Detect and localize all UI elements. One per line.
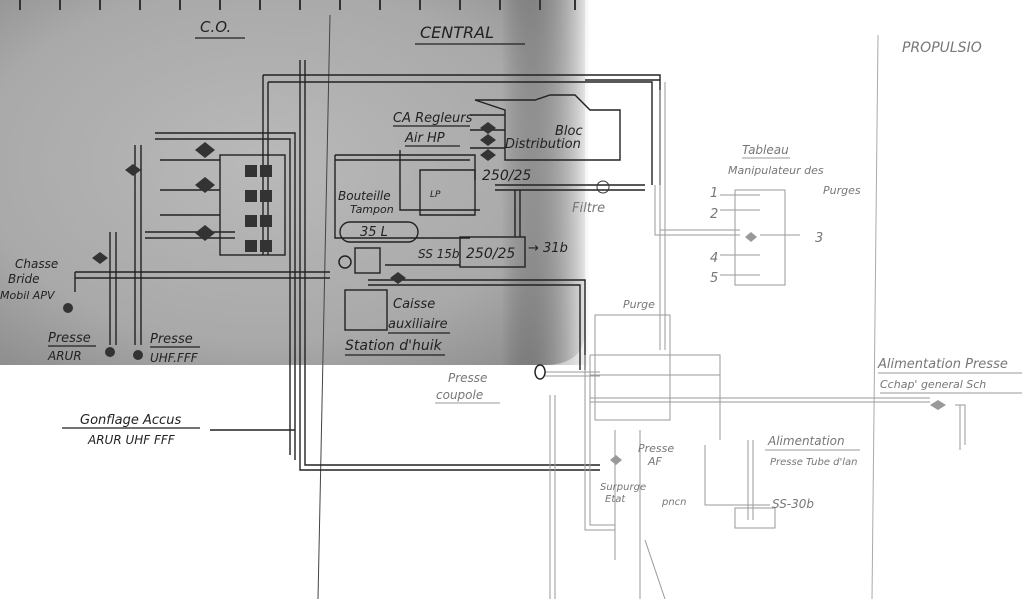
divider-co-central [317,14,331,599]
label-ca-regleurs: CA Regleurs [393,111,473,126]
label-bloc-2: Distribution [505,137,581,152]
label-gonflage-2: ARUR UHF FFF [87,433,176,447]
label-presse-uhf-2: UHF.FFF [150,351,199,365]
label-presse-uhf-1: Presse [150,332,193,347]
label-station: Station d'huik [345,338,443,354]
label-ss30b: SS-30b [772,497,814,511]
label-gonflage-1: Gonflage Accus [80,413,181,428]
label-air-hp: Air HP [404,131,445,146]
section-propulsion: PROPULSIO [902,40,982,56]
label-caisse-2: auxiliaire [388,317,448,332]
label-tableau-1: Tableau [742,143,789,157]
label-bloc-1: Bloc [555,124,583,139]
label-presse-arur-2: ARUR [47,349,82,363]
tableau-number-2: 2 [710,207,718,222]
label-alimentation-presse-2: Cchap' general Sch [880,378,986,391]
label-bouteille-1: Bouteille [338,189,391,203]
tableau-number-1: 1 [710,186,718,201]
label-detendeur-top: 250/25 [482,168,531,184]
label-alimentation-presse-1: Alimentation Presse [877,357,1008,372]
tableau-number-5: 5 [710,271,718,286]
label-output-31b: → 31b [528,241,568,256]
purge-piping [545,82,966,599]
label-presse-af-2: AF [647,455,663,468]
tableau-number-3: 3 [815,231,823,246]
binding-marks [19,0,576,10]
co-valves [63,142,272,360]
section-central: CENTRAL [420,23,494,42]
co-piping [74,60,661,471]
section-co: C.O. [200,18,231,36]
divider-central-propulsion [871,34,879,599]
label-filtre: Filtre [572,201,605,216]
label-detendeur-box: 250/25 [466,246,515,262]
label-tableau-2: Manipulateur des [728,164,824,177]
label-bouteille-2: Tampon [350,203,394,216]
central-valves [338,122,610,284]
label-purge-bottom-3: pncn [661,497,687,508]
label-chasse-2: Bride [8,272,40,286]
label-lp-box: LP [430,190,441,200]
label-presse-af-1: Presse [638,442,674,455]
tableau-number-4: 4 [710,251,718,266]
purge-valves [610,232,946,465]
label-presse-coupole-1: Presse [448,371,487,385]
label-caisse-1: Caisse [393,297,435,312]
label-tank-volume: 35 L [360,225,388,240]
label-alimentation-tube-2: Presse Tube d'lan [770,457,858,468]
label-alimentation-tube-1: Alimentation [767,434,845,448]
label-chasse-1: Chasse [15,257,58,271]
label-tableau-3: Purges [823,184,861,197]
label-presse-arur-1: Presse [48,331,91,346]
label-ss15b: SS 15b [418,247,460,261]
central-piping [334,79,660,370]
label-purge: Purge [623,298,655,311]
label-presse-coupole-2: coupole [436,388,483,402]
label-purge-bottom-2: Etat [605,494,626,505]
coupole-fitting [534,364,546,380]
label-chasse-3: Mobil APV [0,289,56,302]
label-purge-bottom-1: Surpurge [600,482,646,493]
